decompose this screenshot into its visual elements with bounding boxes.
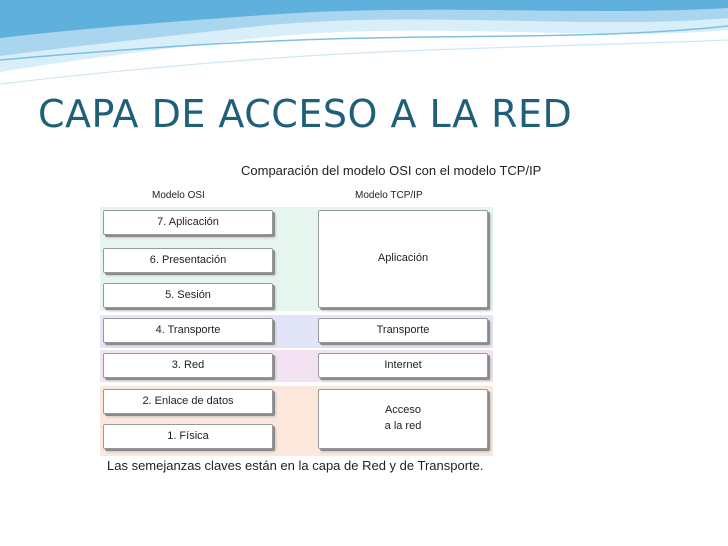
osi-layer-1: 1. Física xyxy=(103,424,273,449)
tcpip-column-header: Modelo TCP/IP xyxy=(355,190,423,201)
tcpip-application-layer: Aplicación xyxy=(318,210,488,308)
header-wave-decoration xyxy=(0,0,728,95)
tcpip-network-access-layer: Acceso a la red xyxy=(318,389,488,449)
tcpip-internet-layer: Internet xyxy=(318,353,488,378)
osi-layer-5: 5. Sesión xyxy=(103,283,273,308)
osi-column-header: Modelo OSI xyxy=(152,190,205,201)
figure-caption: Las semejanzas claves están en la capa d… xyxy=(107,458,484,473)
osi-layer-6: 6. Presentación xyxy=(103,248,273,273)
tcpip-transport-layer: Transporte xyxy=(318,318,488,343)
osi-layer-7: 7. Aplicación xyxy=(103,210,273,235)
osi-layer-2: 2. Enlace de datos xyxy=(103,389,273,414)
slide-title: CAPA DE ACCESO A LA RED xyxy=(38,92,573,136)
figure-title: Comparación del modelo OSI con el modelo… xyxy=(241,163,542,178)
osi-layer-4: 4. Transporte xyxy=(103,318,273,343)
osi-layer-3: 3. Red xyxy=(103,353,273,378)
